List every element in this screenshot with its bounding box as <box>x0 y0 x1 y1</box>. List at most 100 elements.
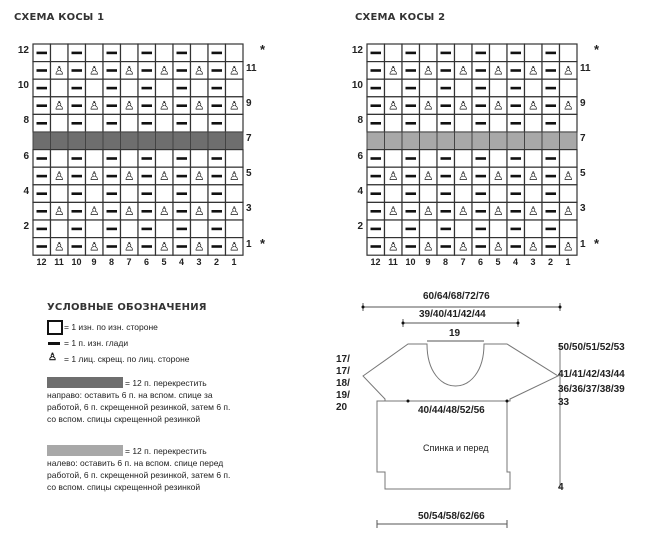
chart-cell <box>453 148 473 168</box>
row-number-right: 9 <box>580 97 586 109</box>
chart-cell <box>558 184 578 204</box>
chart-cell <box>224 113 244 133</box>
cable-cross-cell <box>67 131 86 151</box>
purl-dash-mark <box>545 210 556 213</box>
purl-dash-mark <box>405 104 416 107</box>
purl-dash-mark <box>475 210 486 213</box>
chart-cell <box>119 219 139 239</box>
cable-cross-cell <box>436 131 455 151</box>
chart-cell <box>383 113 403 133</box>
purl-dash-mark <box>211 192 222 195</box>
purl-dash-mark <box>545 86 556 90</box>
chart-cell <box>558 43 578 63</box>
purl-dash-mark <box>141 192 152 195</box>
empty-box-icon <box>47 320 63 335</box>
top-width-label: 60/64/68/72/76 <box>423 291 490 302</box>
neck-depth-label: 19 <box>449 328 461 339</box>
chart-cell <box>119 113 139 133</box>
crossed-knit-mark: ♙ <box>54 204 65 218</box>
scheme1-grid: ♙♙♙♙♙♙♙♙♙♙♙♙♙♙♙♙♙♙♙♙♙♙♙♙♙♙♙♙♙♙ <box>32 43 244 256</box>
purl-dash-mark <box>176 122 187 125</box>
purl-dash-mark <box>211 174 222 178</box>
cable-cross-cell <box>419 131 438 151</box>
crossed-knit-mark: ♙ <box>458 63 469 77</box>
row-number-left: 12 <box>351 45 363 56</box>
crossed-knit-mark: ♙ <box>528 239 539 253</box>
chart-cell <box>49 148 69 168</box>
purl-dash-mark <box>510 227 521 231</box>
row-number-right: 3 <box>246 203 252 215</box>
column-number: 8 <box>442 257 448 268</box>
chart-cell <box>558 113 578 133</box>
purl-dash-mark <box>36 69 47 72</box>
crossed-knit-mark: ♙ <box>458 99 469 113</box>
piece-label: Спинка и перед <box>423 443 489 453</box>
garment-schematic <box>361 303 562 528</box>
purl-dash-mark <box>71 192 82 195</box>
crossed-knit-mark: ♙ <box>89 169 100 183</box>
purl-dash-mark <box>475 86 486 90</box>
cable-cross-cell <box>190 131 209 151</box>
crossed-knit-mark: ♙ <box>563 204 574 218</box>
chart-cell <box>523 148 543 168</box>
scheme-2-title: СХЕМА КОСЫ 2 <box>355 12 446 23</box>
purl-dash-mark <box>71 174 82 178</box>
cable-cross-cell <box>541 131 560 151</box>
purl-dash-mark <box>106 69 117 72</box>
crossed-knit-mark: ♙ <box>229 239 240 253</box>
purl-dash-mark <box>510 69 521 72</box>
left-height-label-2: 17/ <box>336 366 350 377</box>
purl-dash-mark <box>545 227 556 231</box>
crossed-knit-mark: ♙ <box>194 63 205 77</box>
purl-dash-mark <box>176 174 187 178</box>
chart-cell <box>418 113 438 133</box>
crossed-knit-mark: ♙ <box>423 204 434 218</box>
row-number-left: 8 <box>357 115 363 127</box>
column-number: 9 <box>425 257 431 268</box>
column-number: 6 <box>477 257 483 268</box>
purl-dash-mark <box>370 245 381 248</box>
purl-dash-mark <box>405 210 416 213</box>
purl-dash-mark <box>106 122 117 125</box>
chart-cell <box>154 113 174 133</box>
column-number: 2 <box>213 257 219 268</box>
purl-dash-mark <box>176 86 187 90</box>
chart-cell <box>154 219 174 239</box>
purl-dash-mark <box>36 227 47 231</box>
purl-dash-mark <box>106 245 117 248</box>
chart-cell <box>224 148 244 168</box>
crossed-knit-mark: ♙ <box>89 63 100 77</box>
purl-dash-mark <box>36 157 47 160</box>
purl-dash-mark <box>545 104 556 107</box>
purl-dash-mark <box>176 245 187 248</box>
cable-cross-cell <box>225 131 244 151</box>
purl-dash-mark <box>141 210 152 213</box>
row-number-left: 2 <box>357 221 363 232</box>
chart-cell <box>189 43 209 63</box>
column-number: 12 <box>36 257 47 268</box>
purl-dash-mark <box>141 51 152 55</box>
chart-cell <box>189 219 209 239</box>
chart-cell <box>418 43 438 63</box>
purl-dash-mark <box>106 157 117 160</box>
column-number: 11 <box>388 257 398 268</box>
right-height-label-3: 33 <box>558 397 570 408</box>
purl-dash-mark <box>106 174 117 178</box>
crossed-knit-mark: ♙ <box>229 204 240 218</box>
chart-cell <box>383 219 403 239</box>
purl-dash-mark <box>405 122 416 125</box>
purl-dash-mark <box>176 51 187 55</box>
column-number: 5 <box>161 257 167 268</box>
purl-dash-mark <box>141 227 152 231</box>
right-height-label-2: 36/36/37/38/39 <box>558 384 625 395</box>
cable-cross-cell <box>366 131 385 151</box>
purl-dash-mark <box>211 86 222 90</box>
chart-cell <box>488 148 508 168</box>
chart-cell <box>488 113 508 133</box>
chart-cell <box>523 219 543 239</box>
column-number: 8 <box>108 257 114 268</box>
chart-cell <box>523 113 543 133</box>
purl-dash-mark <box>71 210 82 213</box>
purl-dash-mark <box>405 227 416 231</box>
crossed-knit-mark: ♙ <box>159 63 170 77</box>
